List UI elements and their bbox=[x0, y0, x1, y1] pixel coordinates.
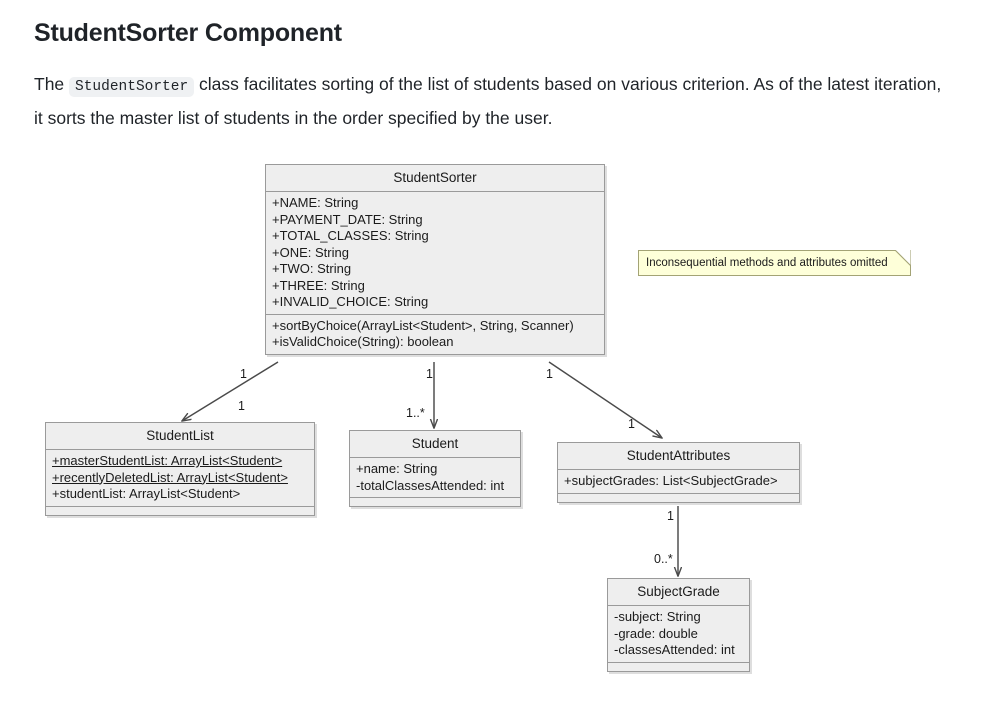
multiplicity-attributes-subjectgrade-source: 1 bbox=[667, 509, 674, 523]
attribute: -totalClassesAttended: int bbox=[356, 477, 505, 493]
intro-paragraph: The StudentSorter class facilitates sort… bbox=[34, 69, 944, 134]
uml-class-diagram: 1 1 1 1..* 1 1 1 0..* StudentSorter +NAM… bbox=[0, 140, 995, 713]
attribute: +ONE: String bbox=[272, 244, 349, 260]
edge-sorter-to-studentlist bbox=[182, 361, 279, 421]
attribute: +THREE: String bbox=[272, 277, 365, 293]
methods-compartment-student-sorter: +sortByChoice(ArrayList<Student>, String… bbox=[266, 315, 604, 354]
method: +sortByChoice(ArrayList<Student>, String… bbox=[272, 317, 574, 333]
uml-note-text: Inconsequential methods and attributes o… bbox=[646, 257, 888, 269]
uml-note[interactable]: Inconsequential methods and attributes o… bbox=[638, 250, 911, 276]
attributes-compartment-student-attributes: +subjectGrades: List<SubjectGrade> bbox=[558, 470, 799, 494]
multiplicity-sorter-student-target: 1..* bbox=[406, 406, 425, 420]
attribute: +NAME: String bbox=[272, 195, 359, 210]
attributes-compartment-student: +name: String -totalClassesAttended: int bbox=[350, 458, 520, 498]
multiplicity-sorter-student-source: 1 bbox=[426, 367, 433, 381]
attribute: +subjectGrades: List<SubjectGrade> bbox=[564, 473, 778, 488]
attribute: +INVALID_CHOICE: String bbox=[272, 294, 429, 309]
attribute: +PAYMENT_DATE: String bbox=[272, 211, 423, 227]
method: +isValidChoice(String): boolean bbox=[272, 334, 454, 349]
attribute: +TOTAL_CLASSES: String bbox=[272, 228, 429, 243]
multiplicity-attributes-subjectgrade-target: 0..* bbox=[654, 552, 673, 566]
methods-compartment-student-list bbox=[46, 507, 314, 515]
attribute-static: +masterStudentList: ArrayList<Student> bbox=[52, 453, 283, 468]
methods-compartment-subject-grade bbox=[608, 663, 749, 671]
class-name-student-attributes: StudentAttributes bbox=[558, 443, 799, 470]
attributes-compartment-student-sorter: +NAME: String +PAYMENT_DATE: String +TOT… bbox=[266, 192, 604, 315]
multiplicity-sorter-studentlist-source: 1 bbox=[240, 367, 247, 381]
attribute: +name: String bbox=[356, 461, 438, 476]
multiplicity-sorter-attributes-target: 1 bbox=[628, 417, 635, 431]
class-name-student-sorter: StudentSorter bbox=[266, 165, 604, 192]
note-fold-corner-icon bbox=[894, 250, 911, 266]
methods-compartment-student-attributes bbox=[558, 494, 799, 502]
association-edges-layer bbox=[0, 361, 995, 713]
page-title: StudentSorter Component bbox=[34, 19, 342, 47]
document-header: StudentSorter Component The StudentSorte… bbox=[34, 18, 954, 134]
uml-class-student[interactable]: Student +name: String -totalClassesAtten… bbox=[349, 430, 521, 507]
attribute-static: +recentlyDeletedList: ArrayList<Student> bbox=[52, 469, 288, 485]
class-name-student-list: StudentList bbox=[46, 423, 314, 450]
multiplicity-sorter-studentlist-target: 1 bbox=[238, 399, 245, 413]
inline-code-studentsorter: StudentSorter bbox=[69, 77, 195, 98]
attribute: -grade: double bbox=[614, 625, 698, 641]
uml-class-student-sorter[interactable]: StudentSorter +NAME: String +PAYMENT_DAT… bbox=[265, 164, 605, 355]
attributes-compartment-student-list: +masterStudentList: ArrayList<Student> +… bbox=[46, 450, 314, 507]
class-name-subject-grade: SubjectGrade bbox=[608, 579, 749, 606]
attribute: -subject: String bbox=[614, 609, 701, 624]
attributes-compartment-subject-grade: -subject: String -grade: double -classes… bbox=[608, 606, 749, 663]
attribute: +TWO: String bbox=[272, 261, 352, 276]
uml-class-student-list[interactable]: StudentList +masterStudentList: ArrayLis… bbox=[45, 422, 315, 516]
attribute: +studentList: ArrayList<Student> bbox=[52, 486, 241, 501]
paragraph-text-before-code: The bbox=[34, 74, 65, 95]
edge-sorter-to-studentattributes bbox=[548, 361, 662, 438]
uml-class-subject-grade[interactable]: SubjectGrade -subject: String -grade: do… bbox=[607, 578, 750, 672]
multiplicity-sorter-attributes-source: 1 bbox=[546, 367, 553, 381]
methods-compartment-student bbox=[350, 498, 520, 506]
attribute: -classesAttended: int bbox=[614, 642, 735, 657]
paragraph-text-after-code: class facilitates sorting of the list of… bbox=[34, 74, 942, 129]
uml-class-student-attributes[interactable]: StudentAttributes +subjectGrades: List<S… bbox=[557, 442, 800, 503]
class-name-student: Student bbox=[350, 431, 520, 458]
